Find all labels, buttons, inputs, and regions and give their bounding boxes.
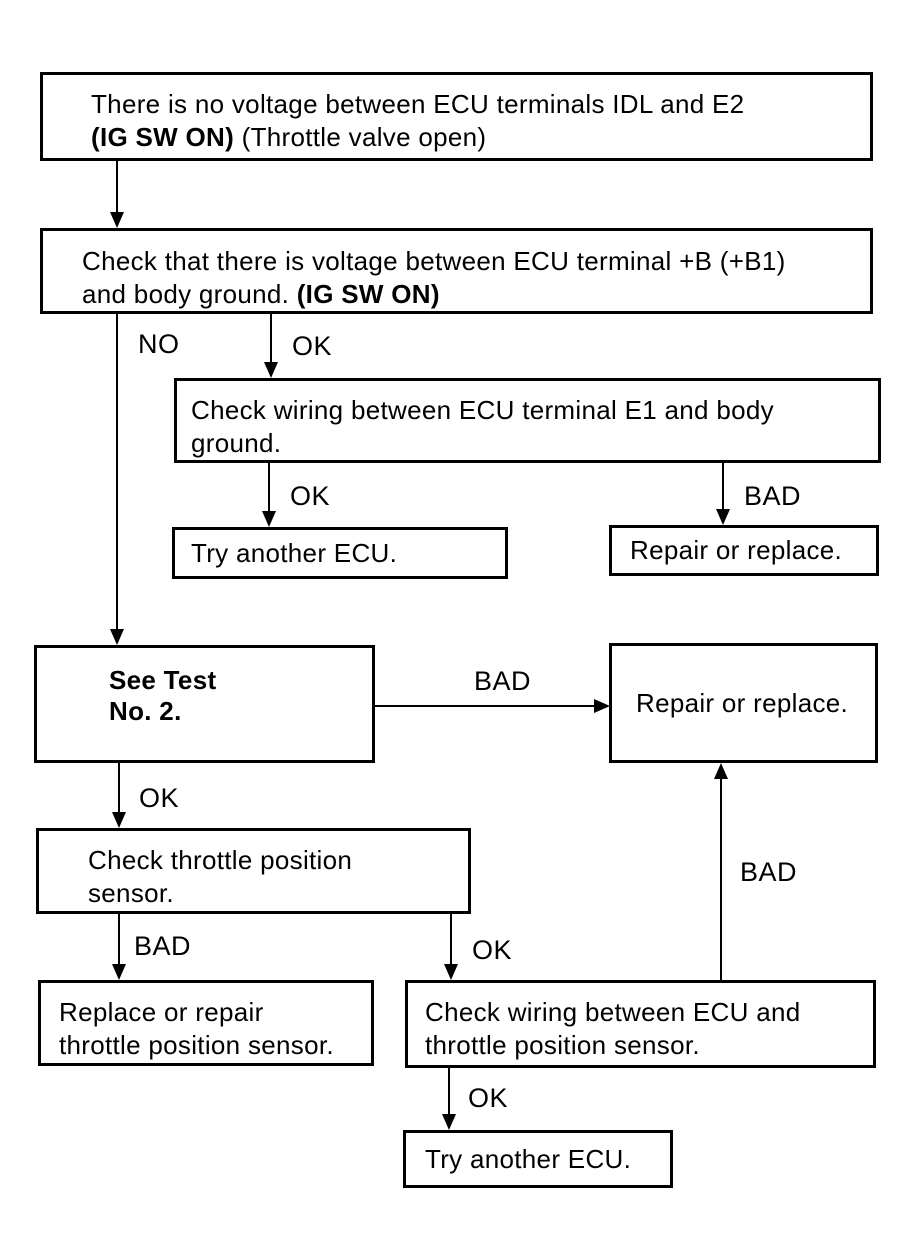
box-text-line: See Test <box>109 665 372 696</box>
box-text: There is no voltage between ECU terminal… <box>91 89 745 119</box>
flow-box-check-throttle-position-sensor: Check throttle position sensor. <box>36 828 471 914</box>
arrowhead-down-icon <box>110 629 124 645</box>
box-text-line: There is no voltage between ECU terminal… <box>91 88 855 121</box>
connector-no-to-see-test <box>116 314 118 629</box>
edge-label-ok-4: OK <box>472 935 513 965</box>
box-text-line: throttle position sensor. <box>425 1029 873 1062</box>
box-text: Try another ECU. <box>191 537 398 568</box>
box-text-line: Check wiring between ECU terminal E1 and… <box>191 394 863 427</box>
box-text-line: throttle position sensor. <box>59 1029 371 1062</box>
box-text: throttle position sensor. <box>59 1030 334 1060</box>
box-text-line: and body ground. (IG SW ON) <box>82 278 855 311</box>
box-text: Repair or replace. <box>636 687 849 718</box>
connector-box1-to-box2 <box>116 160 118 212</box>
arrowhead-down-icon <box>264 362 278 378</box>
connector-bad-to-repair-2 <box>375 705 595 707</box>
box-text: throttle position sensor. <box>425 1030 700 1060</box>
connector-ok-to-check-wiring <box>450 914 452 964</box>
arrowhead-up-icon <box>714 763 728 779</box>
box-text: Check wiring between ECU terminal E1 and… <box>191 395 774 425</box>
arrowhead-down-icon <box>112 964 126 980</box>
box-text-line: Check throttle position <box>88 844 468 877</box>
box-text-line: ground. <box>191 427 863 460</box>
box-text: and body ground. <box>82 279 297 309</box>
box-text-line: No. 2. <box>109 696 372 727</box>
box-text-bold: No. 2. <box>109 696 182 726</box>
edge-label-ok-2: OK <box>290 481 331 511</box>
flow-box-repair-or-replace-1: Repair or replace. <box>609 525 879 576</box>
box-text: ground. <box>191 428 282 458</box>
edge-label-bad-4: BAD <box>740 857 798 887</box>
box-text: Check wiring between ECU and <box>425 997 801 1027</box>
connector-ok-to-try-ecu-2 <box>448 1068 450 1114</box>
box-text-line: Check that there is voltage between ECU … <box>82 245 855 278</box>
flow-box-check-plus-b-voltage: Check that there is voltage between ECU … <box>40 228 873 314</box>
box-text-line: sensor. <box>88 877 468 910</box>
box-text: Check throttle position <box>88 845 353 875</box>
box-text: Check that there is voltage between ECU … <box>82 246 786 276</box>
box-text-bold: See Test <box>109 665 217 695</box>
flow-box-repair-or-replace-2: Repair or replace. <box>609 643 878 763</box>
box-text-line: (IG SW ON) (Throttle valve open) <box>91 121 855 154</box>
flow-box-check-ecu-tps-wiring: Check wiring between ECU and throttle po… <box>405 980 876 1068</box>
box-text-bold: (IG SW ON) <box>91 122 235 152</box>
edge-label-no-1: NO <box>138 329 180 359</box>
arrowhead-down-icon <box>442 1114 456 1130</box>
arrowhead-down-icon <box>112 812 126 828</box>
box-text-line: Check wiring between ECU and <box>425 996 873 1029</box>
edge-label-ok-3: OK <box>139 783 180 813</box>
connector-bad-to-repair-1 <box>722 463 724 509</box>
box-text: sensor. <box>88 878 174 908</box>
connector-ok-to-try-ecu-1 <box>268 463 270 511</box>
flow-box-try-another-ecu-1: Try another ECU. <box>172 527 508 579</box>
connector-ok-to-check-tps <box>118 763 120 812</box>
box-text: Replace or repair <box>59 997 264 1027</box>
arrowhead-right-icon <box>594 699 610 713</box>
edge-label-bad-3: BAD <box>134 931 192 961</box>
box-text: (Throttle valve open) <box>234 122 487 152</box>
connector-bad-to-replace-tps <box>118 914 120 964</box>
flow-box-check-e1-wiring: Check wiring between ECU terminal E1 and… <box>174 378 881 463</box>
box-text-bold: (IG SW ON) <box>296 279 440 309</box>
connector-ok-to-check-e1 <box>270 314 272 362</box>
arrowhead-down-icon <box>262 511 276 527</box>
flow-box-replace-or-repair-tps: Replace or repair throttle position sens… <box>38 980 374 1066</box>
edge-label-bad-2: BAD <box>474 666 532 696</box>
arrowhead-down-icon <box>716 509 730 525</box>
arrowhead-down-icon <box>110 212 124 228</box>
edge-label-bad-1: BAD <box>744 481 802 511</box>
flow-box-no-voltage-idl-e2: There is no voltage between ECU terminal… <box>40 72 873 161</box>
box-text-line: Replace or repair <box>59 996 371 1029</box>
edge-label-ok-5: OK <box>468 1083 509 1113</box>
arrowhead-down-icon <box>444 964 458 980</box>
connector-bad-up-to-repair-2 <box>720 779 722 980</box>
edge-label-ok-1: OK <box>292 331 333 361</box>
flow-box-try-another-ecu-2: Try another ECU. <box>403 1130 673 1188</box>
box-text: Try another ECU. <box>425 1143 632 1174</box>
flow-box-see-test-no-2: See Test No. 2. <box>34 645 375 763</box>
box-text: Repair or replace. <box>630 535 843 565</box>
